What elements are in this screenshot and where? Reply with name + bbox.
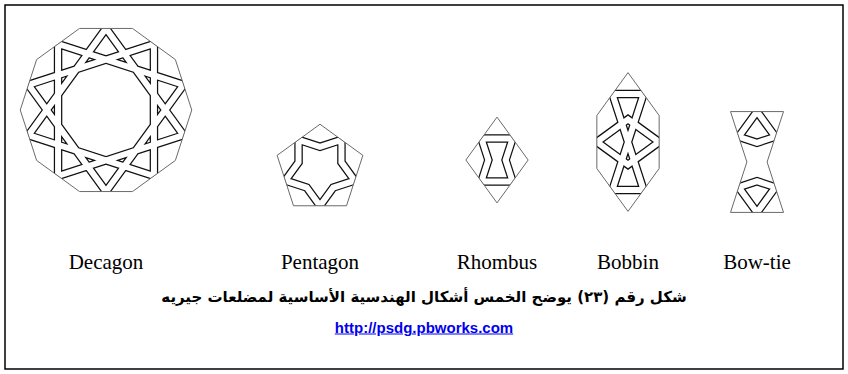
tile-name: Decagon [69,250,144,275]
tile-fill [597,73,659,212]
strapwork [285,140,354,206]
figure-frame [5,5,843,369]
tile-fill [277,124,363,206]
strap-band [28,28,183,191]
strap-band [739,181,776,212]
tile-name: Bobbin [597,250,659,275]
tile-outline [466,117,528,203]
bobbin-tile [597,73,659,212]
strapwork [28,28,183,191]
strap-band [285,140,354,206]
tile-name: Pentagon [281,250,359,275]
strapwork [481,139,512,182]
tile-name: Bow-tie [723,250,791,275]
strapwork [739,112,776,213]
tile-outline [277,124,363,206]
rhombus-tile [466,117,528,203]
tile-fill [731,112,784,213]
strapwork [597,94,659,190]
tile-outline [20,28,192,191]
strap-band [612,94,643,190]
strap-band-edge [739,112,776,143]
pentagon-tile [277,124,363,206]
decagon-tile [20,28,192,191]
tile-outline [731,112,784,213]
tile-name: Rhombus [457,250,538,275]
strap-band-edge [285,140,354,206]
figure-caption: شكل رقم (٢٣) يوضح الخمس أشكال الهندسية ا… [161,288,686,306]
strap-band-edge [612,94,643,190]
strap-band [481,139,512,182]
strap-band-edge [739,181,776,212]
source-url: http://psdg.pbworks.com [335,319,513,336]
bowtie-tile [731,112,784,213]
strap-band-edge [28,28,183,191]
tile-outline [597,73,659,212]
strap-band [597,119,659,164]
strap-band [739,112,776,143]
strap-band-edge [481,139,512,182]
tile-fill [20,28,192,191]
tile-fill [466,117,528,203]
